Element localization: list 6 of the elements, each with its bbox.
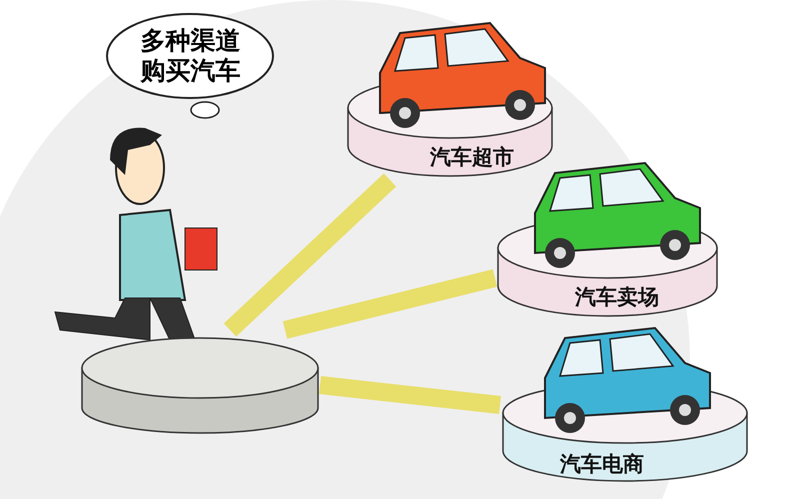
thought-bubble <box>105 12 275 100</box>
platform-label: 汽车电商 <box>560 451 644 478</box>
platform-label: 汽车卖场 <box>575 284 659 311</box>
plank-bridge <box>319 376 501 414</box>
thought-text: 多种渠道购买汽车 <box>139 26 242 86</box>
platform-label: 汽车超市 <box>430 144 514 171</box>
